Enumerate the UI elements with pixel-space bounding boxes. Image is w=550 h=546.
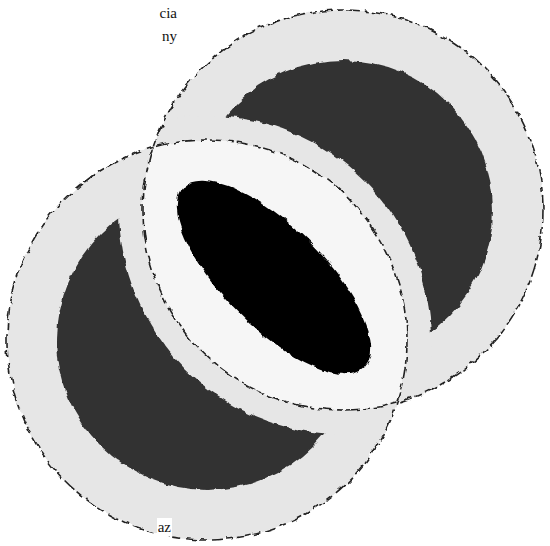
cut-off-text: cia <box>159 4 178 22</box>
lower-outline <box>7 140 407 540</box>
overlap-lens <box>7 140 407 540</box>
central-dark-lens <box>148 151 400 403</box>
upper-light-band <box>0 116 431 546</box>
cut-off-text: az <box>157 518 172 536</box>
cut-off-text: ny <box>161 27 178 45</box>
lower-circle <box>7 140 407 540</box>
upper-outline <box>143 10 543 410</box>
